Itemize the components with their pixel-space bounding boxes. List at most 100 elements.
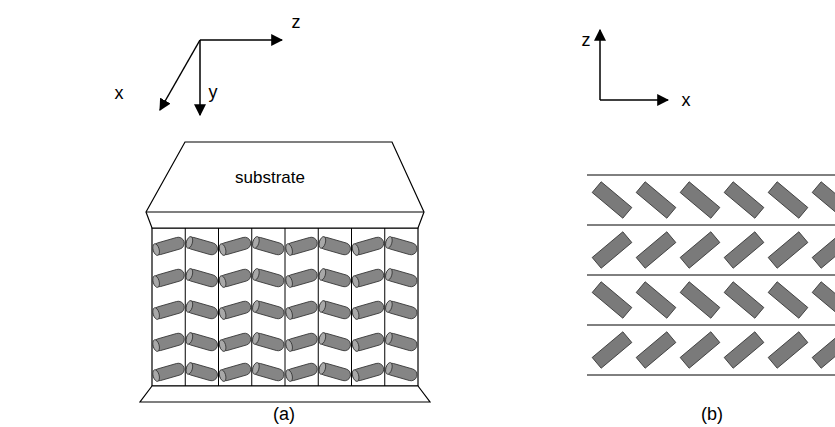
rod-body bbox=[318, 300, 352, 320]
axis-label: z bbox=[292, 12, 301, 33]
rod bbox=[251, 362, 285, 382]
molecule bbox=[812, 182, 835, 218]
column-line bbox=[251, 228, 252, 386]
rod-end bbox=[185, 332, 194, 345]
rod-end bbox=[152, 369, 161, 382]
rod-end bbox=[152, 307, 161, 320]
rod-end bbox=[285, 307, 294, 320]
rod-body bbox=[152, 236, 186, 256]
molecule bbox=[592, 182, 632, 218]
rod bbox=[318, 268, 352, 288]
film-box bbox=[152, 228, 418, 386]
rod bbox=[285, 332, 319, 352]
rod-end bbox=[285, 339, 294, 352]
rod-end bbox=[251, 236, 260, 249]
axis-label: x bbox=[115, 83, 124, 104]
molecule bbox=[592, 232, 632, 268]
rod bbox=[251, 332, 285, 352]
rod bbox=[218, 300, 252, 320]
rod-end bbox=[218, 369, 227, 382]
rod bbox=[318, 236, 352, 256]
column-line bbox=[384, 228, 385, 386]
molecule bbox=[680, 232, 720, 268]
layer-line bbox=[587, 175, 835, 176]
rod-end bbox=[318, 300, 327, 313]
rod-body bbox=[152, 268, 186, 288]
rod-end bbox=[218, 275, 227, 288]
rod-end bbox=[218, 307, 227, 320]
rod-body bbox=[351, 332, 385, 352]
rod bbox=[185, 332, 219, 352]
rod-body bbox=[384, 362, 418, 382]
rod bbox=[185, 268, 219, 288]
rod-end bbox=[384, 268, 393, 281]
rod-body bbox=[185, 332, 219, 352]
rod-body bbox=[285, 362, 319, 382]
axes-b bbox=[600, 30, 668, 100]
rod-end bbox=[185, 236, 194, 249]
rod-body bbox=[218, 332, 252, 352]
panel-label: (b) bbox=[701, 404, 723, 425]
rod-end bbox=[185, 268, 194, 281]
rod-end bbox=[351, 307, 360, 320]
molecule bbox=[636, 232, 676, 268]
rod-end bbox=[351, 339, 360, 352]
axes-a bbox=[160, 40, 282, 115]
rod-body bbox=[285, 268, 319, 288]
rod-end bbox=[251, 362, 260, 375]
molecule bbox=[636, 282, 676, 318]
rod bbox=[384, 332, 418, 352]
rod bbox=[251, 268, 285, 288]
rod-end bbox=[318, 362, 327, 375]
rod-end bbox=[351, 243, 360, 256]
rod-body bbox=[218, 362, 252, 382]
rod bbox=[318, 362, 352, 382]
rod bbox=[351, 268, 385, 288]
rod-end bbox=[218, 339, 227, 352]
rod-body bbox=[152, 300, 186, 320]
rod-end bbox=[152, 275, 161, 288]
axis-label: x bbox=[682, 90, 691, 111]
molecule bbox=[680, 282, 720, 318]
rod-end bbox=[318, 332, 327, 345]
rod-end bbox=[318, 236, 327, 249]
rod-body bbox=[351, 268, 385, 288]
rod-body bbox=[318, 362, 352, 382]
rod bbox=[218, 236, 252, 256]
plate-label: substrate bbox=[235, 168, 305, 188]
rod-body bbox=[384, 332, 418, 352]
rod-end bbox=[152, 339, 161, 352]
rod-end bbox=[384, 300, 393, 313]
rod bbox=[185, 362, 219, 382]
rod bbox=[185, 236, 219, 256]
rod-end bbox=[384, 332, 393, 345]
rod bbox=[285, 268, 319, 288]
molecule bbox=[592, 282, 632, 318]
panel-label: (a) bbox=[273, 404, 295, 425]
rod bbox=[185, 300, 219, 320]
molecule bbox=[636, 332, 676, 368]
rod bbox=[318, 300, 352, 320]
rod bbox=[351, 236, 385, 256]
rod-end bbox=[318, 268, 327, 281]
rod-body bbox=[185, 362, 219, 382]
molecule bbox=[812, 282, 835, 318]
rod-body bbox=[185, 236, 219, 256]
layer-line bbox=[587, 325, 835, 326]
rod-end bbox=[285, 369, 294, 382]
rod bbox=[152, 362, 186, 382]
rod bbox=[251, 236, 285, 256]
rod-end bbox=[152, 243, 161, 256]
column-line bbox=[318, 228, 319, 386]
rod-body bbox=[251, 332, 285, 352]
rod-body bbox=[285, 300, 319, 320]
rod-body bbox=[318, 268, 352, 288]
rod-body bbox=[218, 300, 252, 320]
rod-end bbox=[185, 362, 194, 375]
plate-shape bbox=[146, 142, 424, 228]
rod-body bbox=[351, 362, 385, 382]
rod bbox=[218, 332, 252, 352]
molecule bbox=[812, 332, 835, 368]
rod bbox=[251, 300, 285, 320]
molecule bbox=[680, 332, 720, 368]
